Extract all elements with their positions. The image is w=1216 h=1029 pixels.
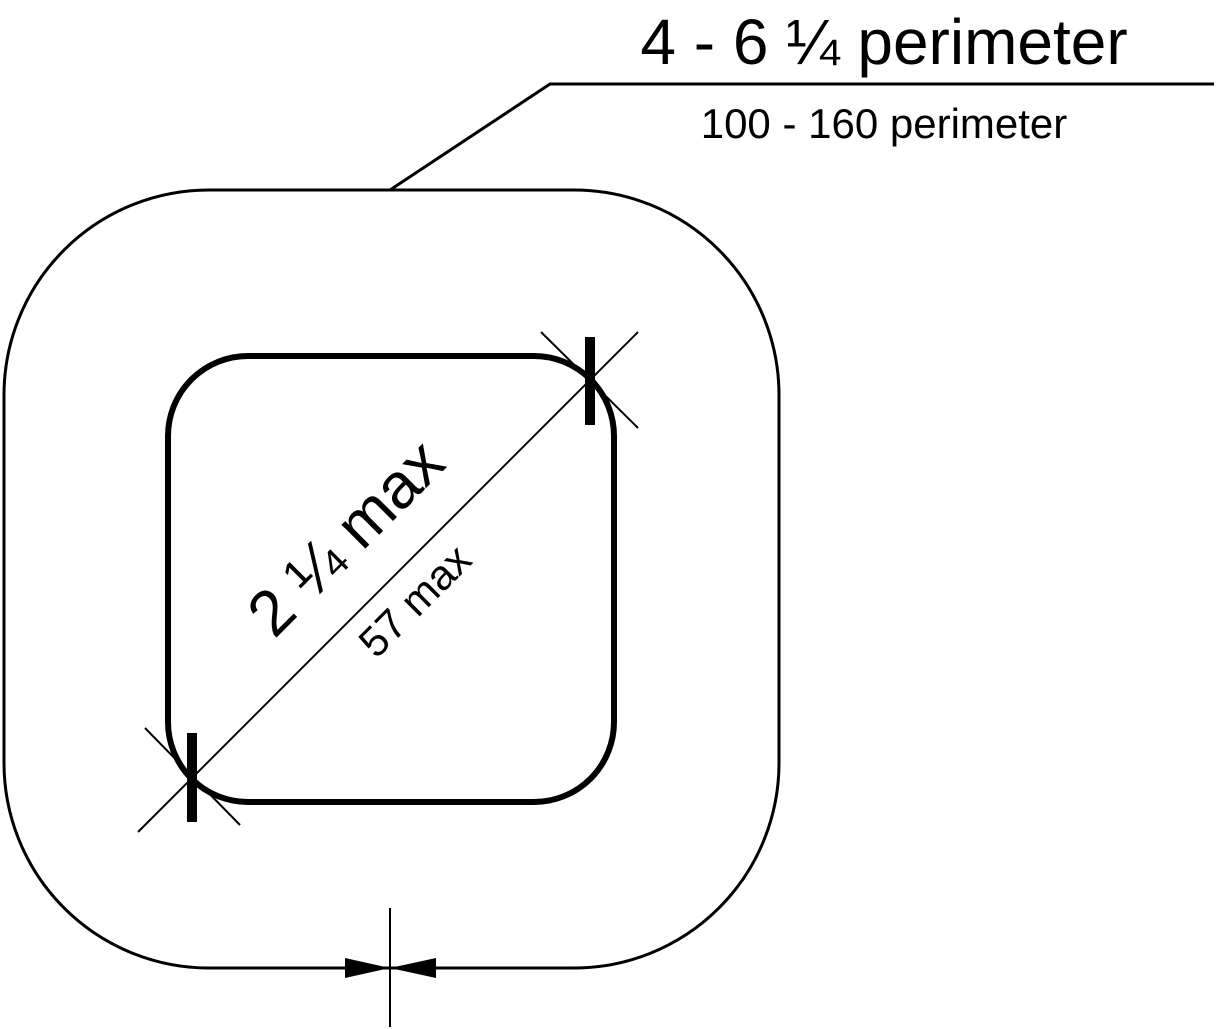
gap-arrowhead-left <box>345 958 390 978</box>
gap-arrowhead-right <box>390 958 436 978</box>
callout-leader-line <box>389 82 1214 192</box>
diagonal-dimension-line <box>137 331 639 833</box>
inner-cross-section <box>165 353 617 805</box>
callout-primary-label: 4 - 6 ¼ perimeter <box>640 6 1127 78</box>
callout-secondary-label: 100 - 160 perimeter <box>701 100 1068 147</box>
